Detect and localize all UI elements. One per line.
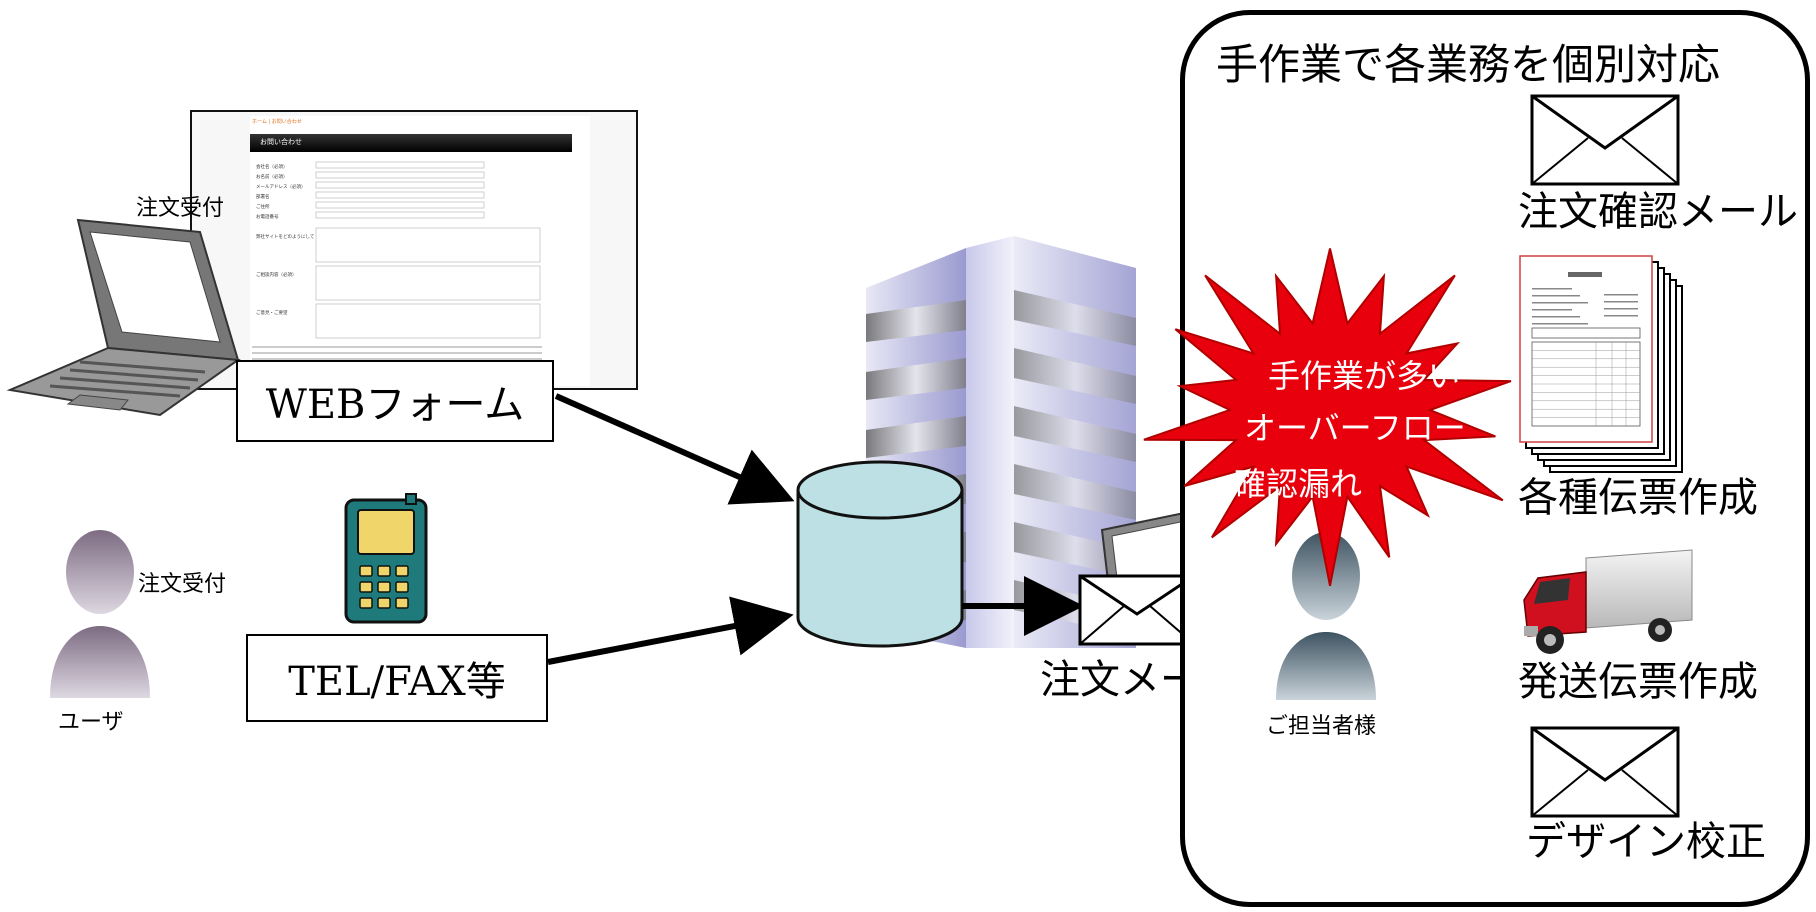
delivery-truck-icon [1523,549,1693,654]
mobile-phone-icon [344,493,428,624]
task-design-proofing: デザイン校正 [1526,819,1766,865]
form-field-label: ご住所 [256,203,270,210]
order-reception-label-bottom: 注文受付 [138,572,227,597]
building-window-band [866,300,966,342]
user-silhouette-icon [1276,532,1376,700]
tel-fax-label: TEL/FAX等 [288,659,506,705]
form-field-input [315,211,485,219]
form-area-label: ご意見・ご要望 [256,309,288,316]
envelope-icon [1530,726,1680,818]
building-window-band [1014,464,1136,520]
phone-key [377,565,391,577]
form-textarea [315,303,541,339]
phone-key [359,565,373,577]
phone-key [359,597,373,609]
envelope-icon [1078,574,1196,646]
form-textarea [315,227,541,263]
form-field-label: 会社名（必須） [256,163,288,170]
arrow-webform-to-db [554,393,795,505]
building-window-band [866,358,966,400]
manual-work-panel-title: 手作業で各業務を個別対応 [1216,40,1721,89]
form-area-label: 弊社サイトをどのようにして お知りになりましたか？ [256,233,365,240]
building-window-band [1014,290,1136,346]
warning-burst [1143,248,1512,586]
form-field-label: 部署名 [256,193,270,200]
document-stack-icon [1519,255,1683,473]
document-sheet [1519,255,1653,443]
user-silhouette-icon [50,530,150,698]
form-field-label: お名前（必須） [256,173,288,180]
web-form-label-box: WEBフォーム [236,360,554,442]
form-note-line [252,346,542,348]
user-label: ユーザ [58,710,124,735]
phone-key [377,581,391,593]
envelope-icon [1530,94,1680,186]
tel-fax-label-box: TEL/FAX等 [246,634,548,722]
building-window-band [1014,348,1136,404]
database-icon [796,460,964,648]
form-field-input [315,171,485,179]
form-field-input [315,181,485,189]
building-window-band [1014,406,1136,462]
web-form-breadcrumb: ホーム | お問い合わせ [252,119,302,125]
phone-key [395,597,409,609]
building-window-band [866,416,966,458]
web-form-screenshot: ホーム | お問い合わせ お問い合わせ 会社名（必須） お名前（必須） メールアドレ… [190,110,638,390]
arrow-telfax-to-db [547,596,794,665]
task-various-slips: 各種伝票作成 [1518,475,1758,521]
form-field-input [315,201,485,209]
phone-key [377,597,391,609]
order-reception-label-top: 注文受付 [136,196,225,221]
form-note-line [252,352,542,354]
web-form-label: WEBフォーム [265,382,525,428]
form-area-label: ご相談内容（必須） [256,271,297,278]
phone-key [359,581,373,593]
web-form-header-bar: お問い合わせ [250,134,572,152]
phone-key [395,581,409,593]
form-field-input [315,161,485,169]
burst-line-missed-checks: 確認漏れ [1234,465,1363,503]
form-textarea [315,265,541,301]
form-field-label: メールアドレス（必須） [256,183,306,190]
task-order-confirmation-mail: 注文確認メール [1518,189,1798,235]
burst-line-overflow: オーバーフロー [1244,409,1466,447]
burst-line-manual-work: 手作業が多い [1268,357,1461,395]
web-form-field-lines: 会社名（必須） お名前（必須） メールアドレス（必須） 部署名ご住所お電話番号弊社サイ… [252,161,542,360]
form-field-label: お電話番号 [256,213,279,220]
form-field-input [315,191,485,199]
staff-label: ご担当者様 [1266,714,1377,739]
task-shipping-slips: 発送伝票作成 [1518,659,1758,705]
form-note-line [252,358,542,360]
phone-key [395,565,409,577]
